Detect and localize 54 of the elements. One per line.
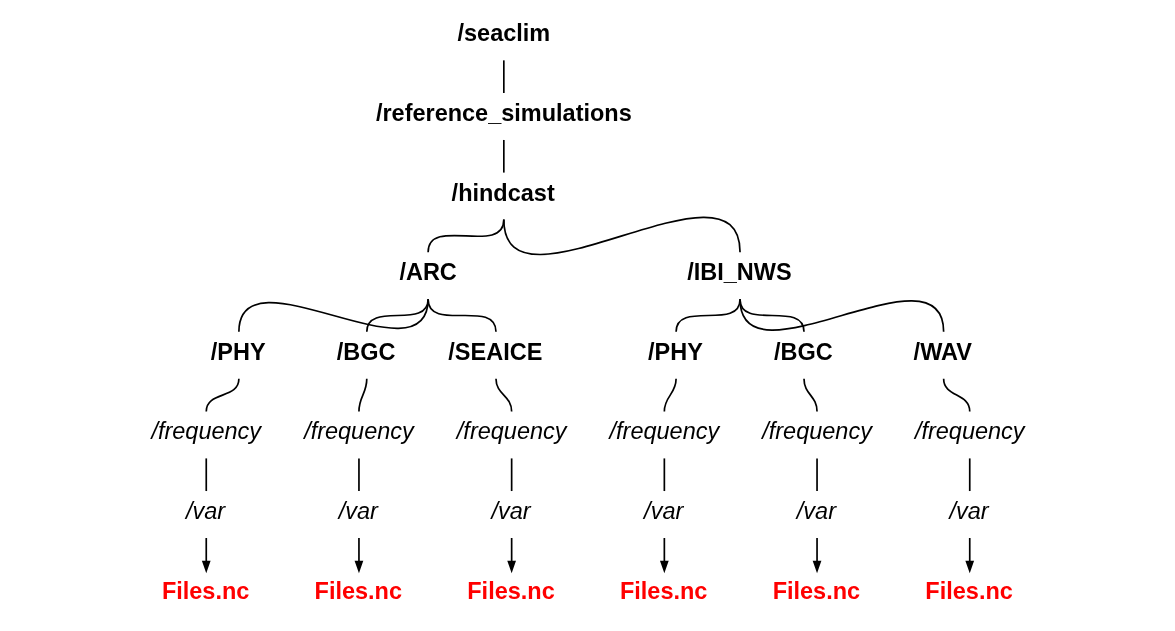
- arrow: [506, 537, 516, 574]
- connector: [663, 377, 677, 413]
- connector: [237, 298, 429, 333]
- connector: [357, 377, 368, 413]
- arrow: [812, 537, 821, 574]
- connector: [663, 457, 665, 492]
- node-text: /BGC: [773, 338, 833, 365]
- node-text: /WAV: [913, 338, 972, 365]
- arrow: [201, 537, 211, 574]
- node-text: /var: [185, 497, 225, 524]
- node-text: /PHY: [647, 338, 703, 365]
- node-text: /frequency: [914, 418, 1025, 445]
- node-text: /var: [338, 497, 378, 524]
- connector: [815, 457, 818, 492]
- connector: [426, 298, 497, 333]
- arrow: [354, 537, 363, 574]
- node-text: /seaclim: [456, 20, 550, 47]
- connector: [502, 139, 505, 174]
- node-text: Files.nc: [466, 577, 555, 604]
- node-text: /reference_simulations: [375, 99, 632, 126]
- node-text: /hindcast: [451, 179, 555, 206]
- connector: [357, 457, 360, 492]
- arrow: [964, 537, 974, 574]
- node-text: /frequency: [609, 418, 719, 445]
- node-text: /var: [796, 497, 836, 524]
- node-text: Files.nc: [161, 577, 249, 604]
- node-text: /frequency: [303, 418, 414, 445]
- node-text: /BGC: [336, 338, 395, 365]
- connector: [502, 216, 741, 256]
- node-text: /IBI_NWS: [686, 259, 792, 286]
- connector: [365, 298, 429, 333]
- node-text: Files.nc: [772, 577, 860, 604]
- connector: [510, 457, 512, 492]
- connector: [942, 377, 971, 413]
- node-text: Files.nc: [619, 577, 707, 604]
- node-text: /frequency: [150, 418, 261, 445]
- node-text: /ARC: [398, 259, 457, 286]
- connector: [802, 377, 818, 413]
- node-text: /var: [949, 497, 989, 524]
- connector: [204, 377, 240, 413]
- arrow: [659, 537, 669, 574]
- node-text: Files.nc: [924, 577, 1013, 604]
- node-text: /var: [643, 497, 683, 524]
- connector: [204, 457, 207, 492]
- connector: [738, 298, 944, 333]
- node-text: /frequency: [456, 418, 567, 445]
- node-text: /frequency: [761, 418, 872, 445]
- connector: [502, 59, 505, 94]
- node-text: /var: [490, 497, 531, 524]
- connector: [494, 377, 512, 413]
- node-text: Files.nc: [314, 577, 402, 604]
- connector: [968, 457, 971, 492]
- node-text: /PHY: [210, 338, 266, 365]
- node-text: /SEAICE: [447, 338, 542, 365]
